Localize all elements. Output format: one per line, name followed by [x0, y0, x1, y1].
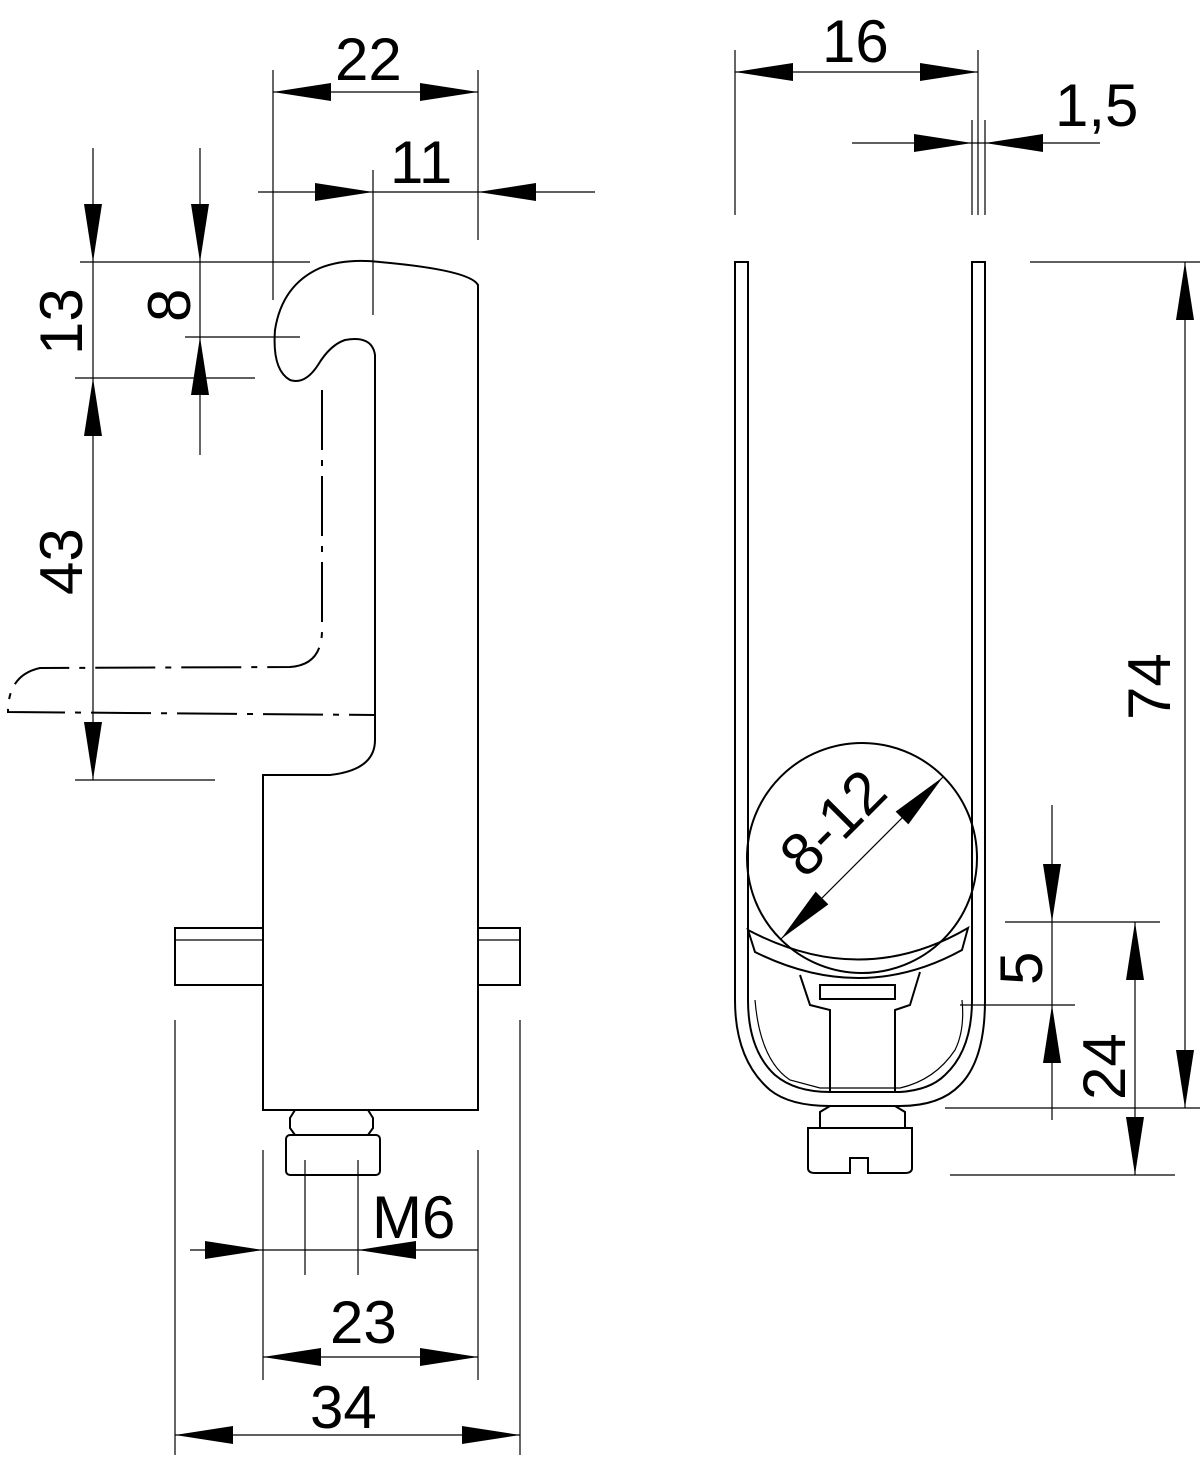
pin-right: [477, 927, 521, 986]
dim-22: 22: [335, 26, 402, 93]
arrowhead: [205, 1241, 263, 1259]
arrowhead: [1126, 1117, 1144, 1175]
dim-34: 34: [310, 1374, 377, 1441]
dim-13: 13: [28, 288, 95, 355]
dim-23: 23: [330, 1289, 397, 1356]
mounting-rail-dashed: [6, 390, 376, 716]
arrowhead: [895, 777, 943, 825]
arrowhead: [1126, 922, 1144, 980]
clip-body-outline: [262, 259, 479, 1111]
side-view-clip: [6, 259, 521, 1176]
arrowhead: [1176, 262, 1194, 320]
arrowhead: [920, 63, 978, 81]
arrowhead: [735, 63, 793, 81]
saddle-slot: [819, 984, 896, 1000]
front-view-clip: [734, 261, 986, 1174]
dim-5: 5: [988, 952, 1055, 985]
front-screw: [807, 1105, 913, 1174]
arrowhead: [985, 134, 1043, 152]
pin-left: [174, 927, 264, 986]
dim-16: 16: [822, 8, 889, 75]
arrowhead: [1043, 1005, 1061, 1063]
arrowhead: [1176, 1050, 1194, 1108]
arrowhead: [84, 204, 102, 262]
arrowhead: [315, 183, 373, 201]
dim-43: 43: [28, 528, 95, 595]
dimension-lines: [75, 50, 1200, 1455]
saddle-body: [799, 971, 921, 1092]
arrowhead: [273, 83, 331, 101]
dim-8: 8: [136, 289, 203, 322]
arrowhead: [914, 134, 972, 152]
dim-24: 24: [1071, 1033, 1138, 1100]
dim-74: 74: [1116, 653, 1183, 720]
dim-11: 11: [390, 129, 452, 196]
screw-neck: [289, 1109, 374, 1136]
dim-8-12: 8-12: [767, 757, 899, 889]
dim-m6: M6: [372, 1184, 455, 1251]
arrowhead: [263, 1348, 321, 1366]
arrowhead: [358, 1241, 416, 1259]
arrowhead: [84, 722, 102, 780]
arrowhead: [191, 337, 209, 395]
screw-head: [285, 1134, 381, 1176]
arrowhead: [420, 1348, 478, 1366]
arrowhead: [781, 891, 829, 939]
arrowhead: [478, 183, 536, 201]
arrowhead: [84, 378, 102, 436]
saddle-band: [746, 925, 970, 979]
arrowhead: [175, 1426, 233, 1444]
arrowhead: [420, 83, 478, 101]
arrowhead: [1043, 864, 1061, 922]
u-channel-outer: [734, 261, 986, 1107]
cable-circle: [746, 742, 978, 974]
dim-1-5: 1,5: [1055, 72, 1138, 139]
arrowhead: [462, 1426, 520, 1444]
arrowhead: [191, 204, 209, 262]
